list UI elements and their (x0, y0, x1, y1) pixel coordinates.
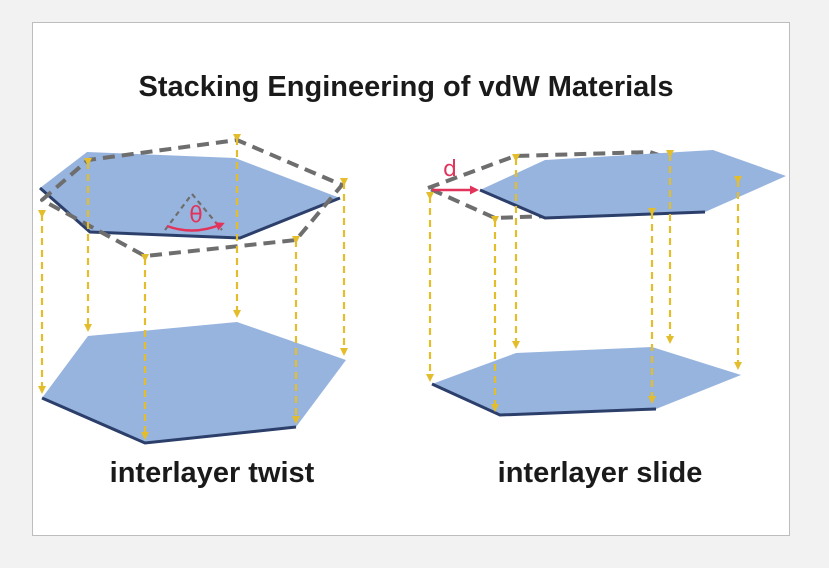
twist-caption: interlayer twist (110, 457, 315, 489)
figure-frame (32, 22, 790, 536)
twist-angle-symbol: θ (189, 203, 202, 228)
slide-guide-arrows (426, 150, 742, 412)
twist-guide-arrows (38, 134, 348, 440)
slide-bottom-layer (431, 347, 741, 417)
twist-top-layer (39, 152, 341, 240)
twist-angle-annotation (164, 192, 225, 232)
slide-panel: d interlayer slide (426, 150, 786, 489)
slide-displacement-symbol: d (443, 157, 457, 182)
diagram-title: Stacking Engineering of vdW Materials (139, 71, 674, 103)
twist-panel: θ interlayer twist (38, 134, 348, 489)
twist-bottom-layer (41, 322, 346, 445)
slide-caption: interlayer slide (498, 457, 703, 489)
slide-top-layer (479, 150, 786, 220)
